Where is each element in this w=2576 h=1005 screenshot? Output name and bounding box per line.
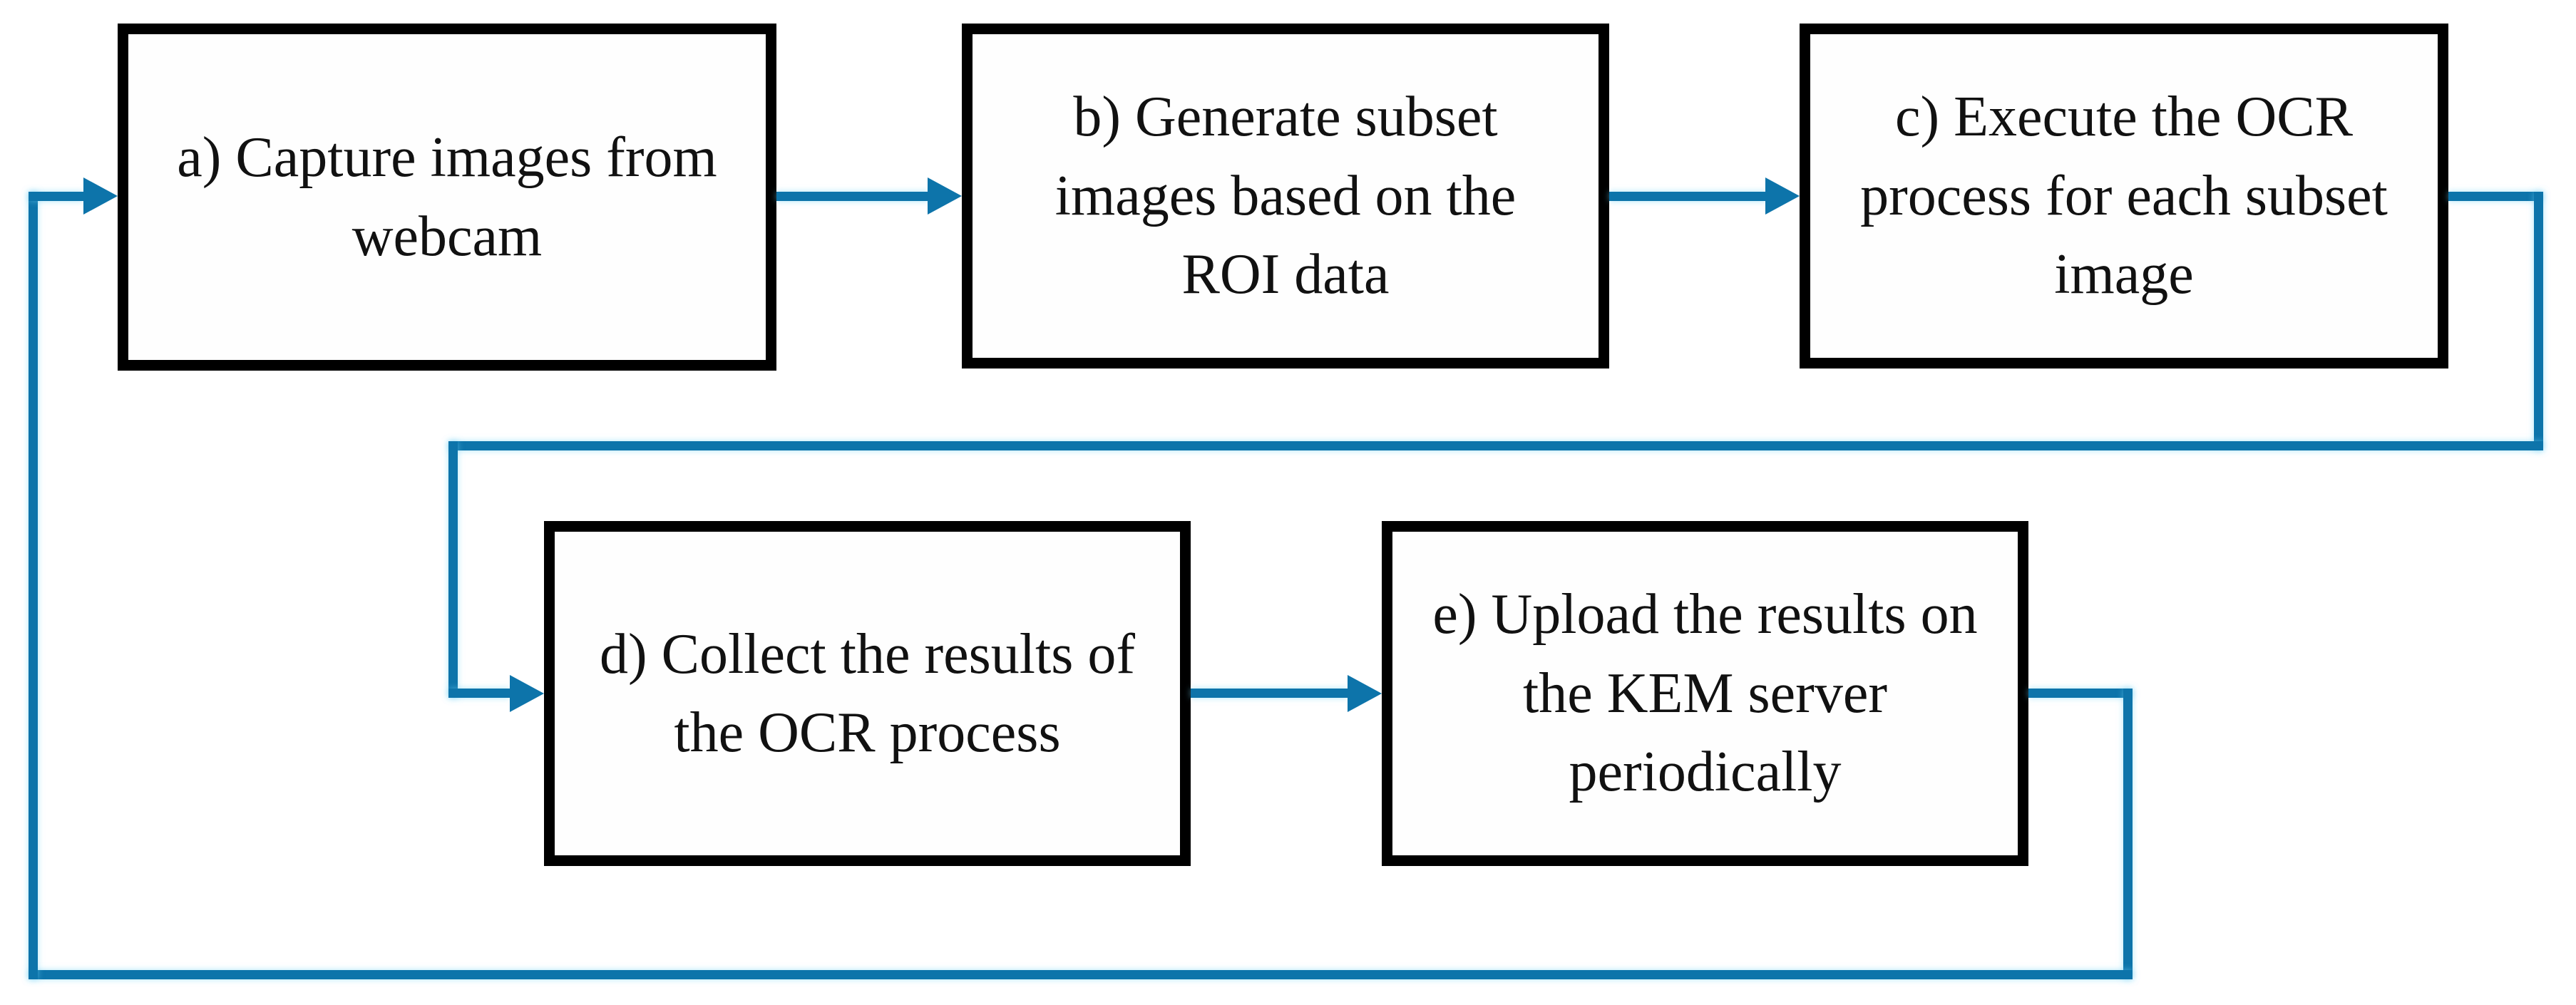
edge-d-to-e-arrowhead-icon: [1348, 675, 1382, 712]
node-b-generate-subset-images: b) Generate subset images based on the R…: [962, 24, 1609, 368]
edge-c-to-d-shaft: [448, 689, 510, 698]
edge-c-to-d-segment-long-horizontal: [448, 441, 2543, 450]
edge-c-to-d-arrowhead-icon: [510, 675, 544, 712]
edge-b-to-c-arrowhead-icon: [1765, 177, 1800, 215]
edge-c-to-d-segment-down-left: [448, 441, 458, 698]
node-d-label: d) Collect the results of the OCR proces…: [600, 622, 1135, 764]
edge-e-to-a-segment-down: [2123, 689, 2133, 979]
node-a-label: a) Capture images from webcam: [177, 126, 717, 268]
node-e-upload-results: e) Upload the results on the KEM server …: [1382, 521, 2028, 866]
node-d-collect-results: d) Collect the results of the OCR proces…: [544, 521, 1191, 866]
edge-e-to-a-segment-exit: [2028, 689, 2133, 698]
node-c-execute-ocr: c) Execute the OCR process for each subs…: [1800, 24, 2448, 368]
edge-c-to-d-segment-exit: [2448, 192, 2543, 201]
node-e-label: e) Upload the results on the KEM server …: [1432, 583, 1978, 804]
edge-e-to-a-segment-left-up: [29, 192, 38, 979]
edge-a-to-b-shaft: [776, 192, 929, 201]
node-a-capture-images: a) Capture images from webcam: [118, 24, 776, 371]
node-c-label: c) Execute the OCR process for each subs…: [1860, 86, 2388, 306]
node-b-label: b) Generate subset images based on the R…: [1054, 86, 1517, 306]
edge-c-to-d-segment-down-right: [2534, 192, 2543, 450]
edge-e-to-a-shaft: [29, 192, 83, 201]
edge-e-to-a-arrowhead-icon: [83, 177, 118, 215]
edge-b-to-c-shaft: [1609, 192, 1767, 201]
edge-a-to-b-arrowhead-icon: [928, 177, 962, 215]
edge-d-to-e-shaft: [1191, 689, 1348, 698]
edge-e-to-a-segment-bottom: [29, 970, 2133, 979]
